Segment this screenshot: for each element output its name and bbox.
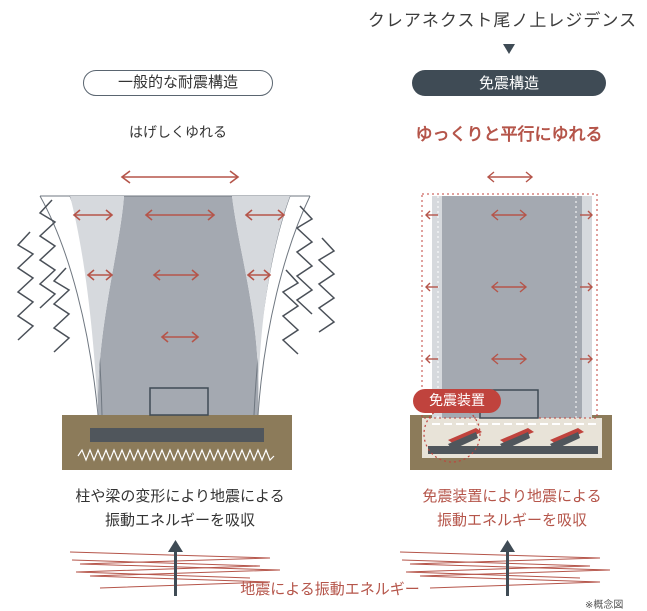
isolation-description-line2: 振動エネルギーを吸収 (436, 511, 587, 529)
isolator-devices (448, 428, 584, 450)
conceptual-note: ※概念図 (585, 600, 624, 611)
left-zigzag-2 (16, 231, 35, 341)
conventional-description-line2: 振動エネルギーを吸収 (104, 511, 255, 529)
right-building-body (432, 196, 592, 418)
left-ghost-outline-1 (39, 195, 99, 416)
isolation-description: 免震装置により地震による 振動エネルギーを吸収 (372, 484, 647, 532)
left-zigzag-3 (52, 267, 71, 353)
conventional-structure-label: 一般的な耐震構造 (83, 70, 273, 96)
isolation-description-line1: 免震装置により地震による (422, 487, 602, 505)
left-ground-zigzag (77, 448, 275, 462)
seismic-energy-label: 地震による振動エネルギー (240, 580, 420, 598)
right-double-arrows (425, 171, 593, 365)
conventional-subtitle: はげしくゆれる (129, 125, 227, 141)
left-entrance-box (149, 387, 209, 416)
isolation-subtitle: ゆっくりと平行にゆれる (415, 125, 603, 145)
building-title: クレアネクスト尾ノ上レジデンス (367, 11, 637, 31)
conventional-description-line1: 柱や梁の変形により地震による (75, 487, 285, 505)
right-energy-waves (399, 551, 611, 589)
isolation-device-badge: 免震装置 (413, 389, 501, 413)
right-side-zigzag-3 (281, 269, 300, 355)
left-energy-waves (69, 551, 281, 589)
left-zigzag-1 (38, 199, 57, 309)
isolation-structure-label: 免震構造 (412, 70, 606, 96)
left-double-arrows (72, 170, 286, 343)
up-arrow-icon (168, 540, 515, 596)
left-ground-block (62, 415, 292, 470)
down-triangle-icon (503, 44, 515, 54)
conventional-description: 柱や梁の変形により地震による 振動エネルギーを吸収 (40, 484, 320, 532)
left-building-body (97, 196, 259, 415)
right-side-zigzag-2 (317, 237, 336, 333)
right-side-zigzag-1 (295, 205, 314, 315)
left-foundation-bar (90, 428, 264, 442)
left-ghost-outline-3 (257, 195, 311, 416)
